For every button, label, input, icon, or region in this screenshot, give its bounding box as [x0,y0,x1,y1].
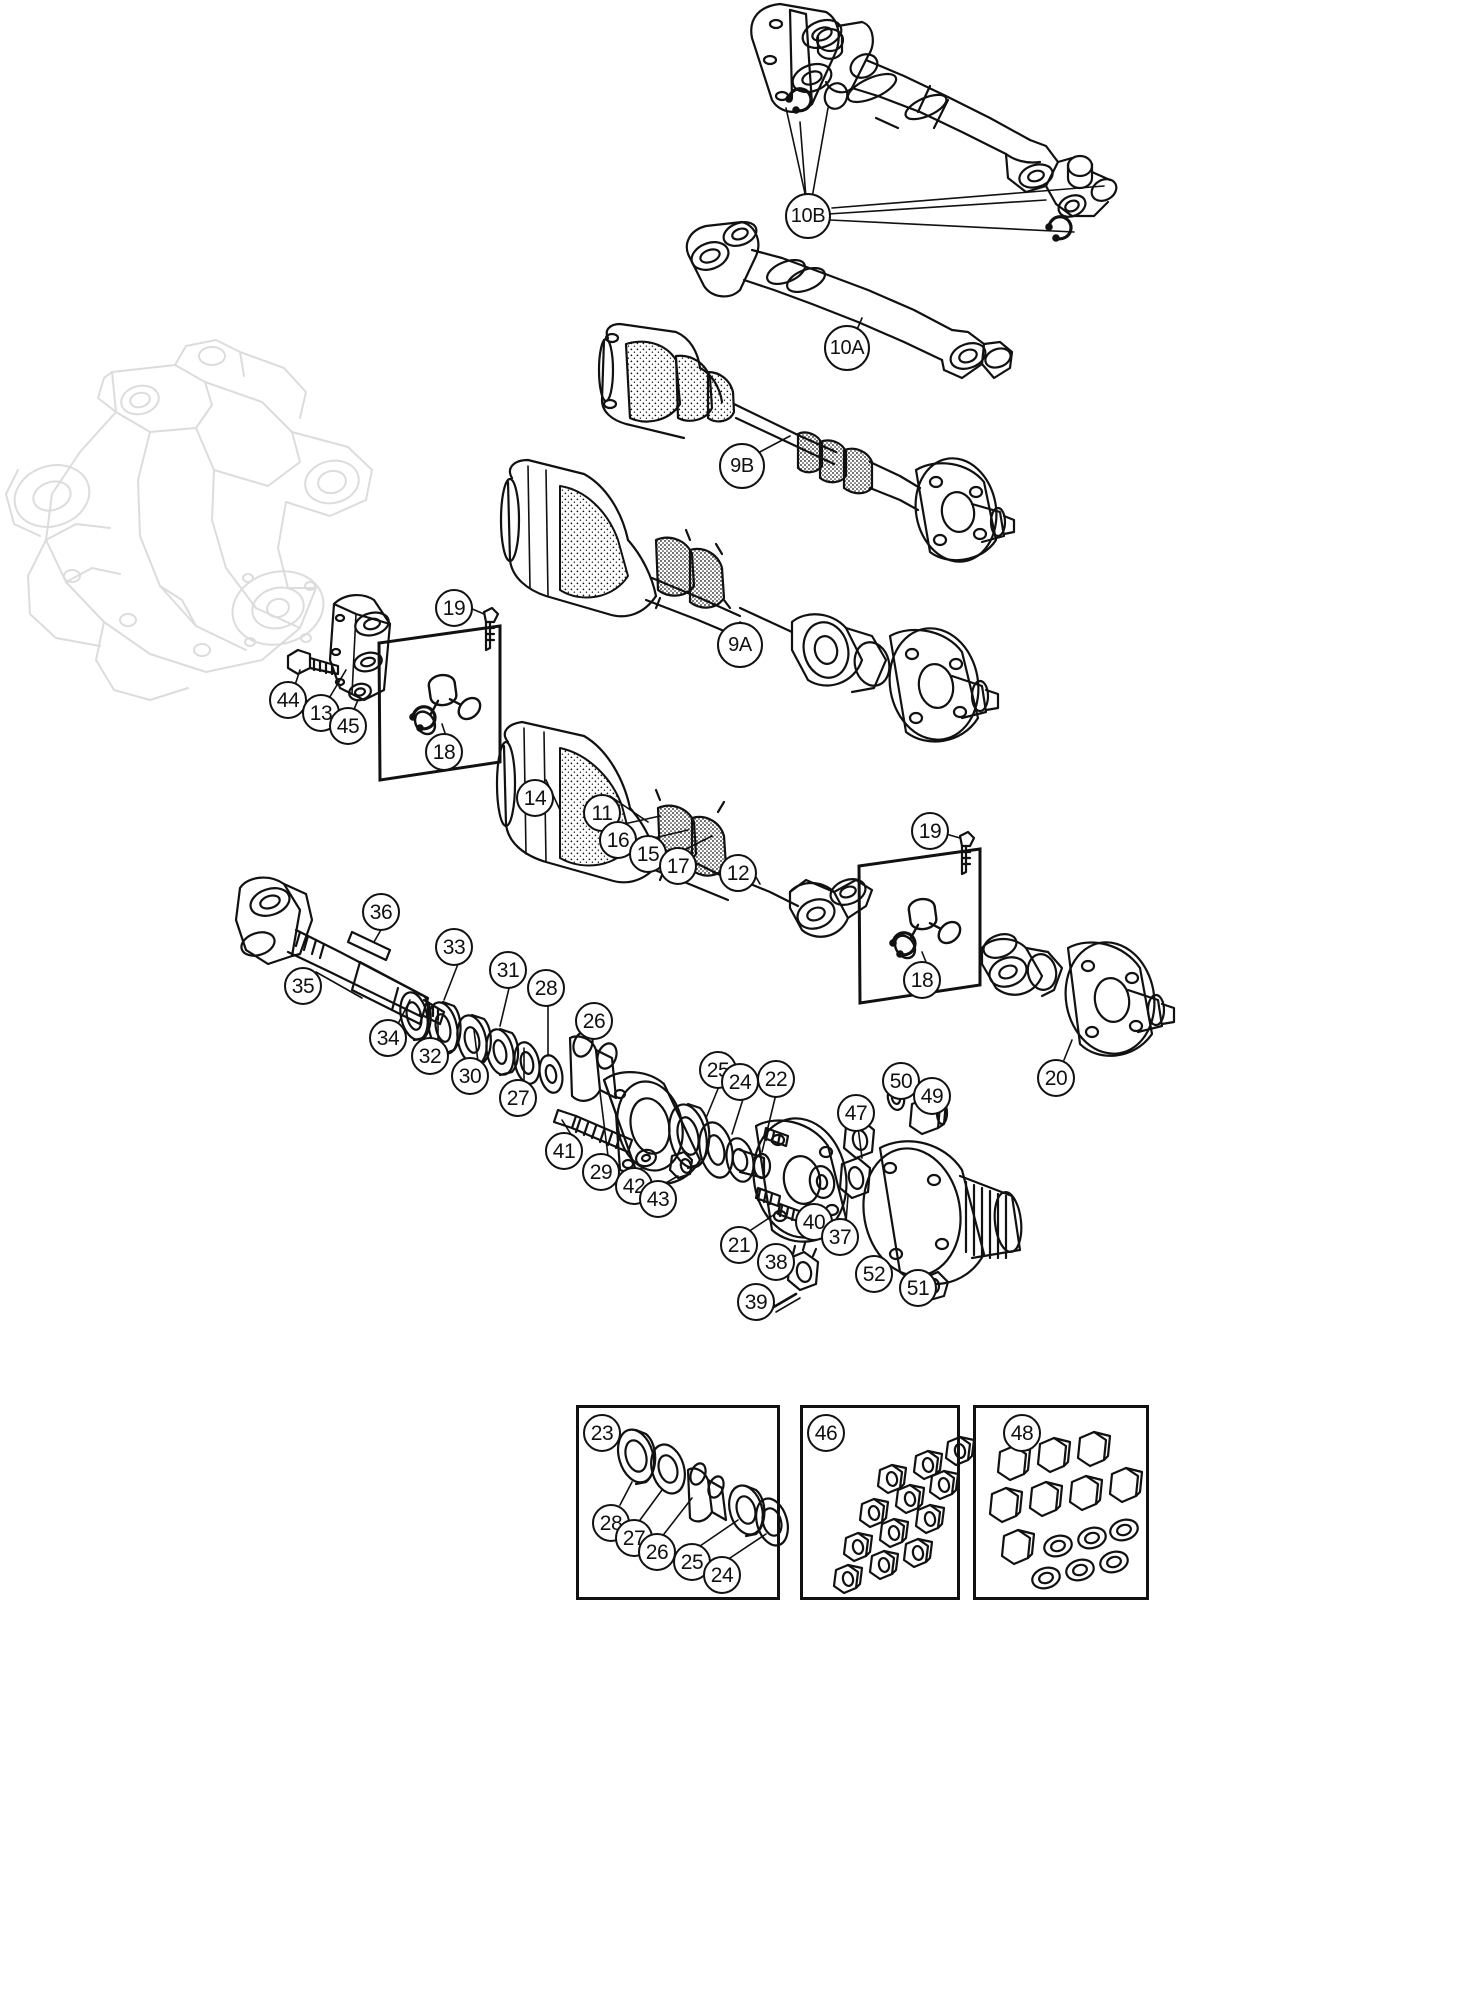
callout-46[interactable]: 46 [807,1414,845,1452]
callout-10B[interactable]: 10B [785,193,831,239]
bearing-kit-content [616,1428,789,1559]
callout-34[interactable]: 34 [369,1019,407,1057]
hub-yoke-right [884,830,1176,1061]
callout-22[interactable]: 22 [757,1060,795,1098]
callout-32[interactable]: 32 [411,1037,449,1075]
callout-39[interactable]: 39 [737,1283,775,1321]
callout-23[interactable]: 23 [583,1414,621,1452]
callout-21[interactable]: 21 [720,1226,758,1264]
callout-19[interactable]: 19 [911,812,949,850]
wheel-nuts-content [832,1435,976,1595]
studs-washers-content [988,1430,1144,1590]
wheel-nuts-inset-frame [800,1405,960,1600]
callout-27[interactable]: 27 [499,1079,537,1117]
torque-tube-link [685,220,1014,380]
callout-20[interactable]: 20 [1037,1059,1075,1097]
callout-28[interactable]: 28 [527,969,565,1007]
hub-carrier-exploded [234,876,1023,1313]
callout-45[interactable]: 45 [329,707,367,745]
callout-43[interactable]: 43 [639,1180,677,1218]
callout-38[interactable]: 38 [757,1243,795,1281]
uj-inset-upper-content [404,606,500,741]
callout-47[interactable]: 47 [837,1094,875,1132]
uj-inset-frame-upper [377,624,502,782]
uj-inset-frame-lower [857,847,982,1005]
callout-11[interactable]: 11 [583,794,621,832]
half-shaft-lower [495,720,874,938]
callout-31[interactable]: 31 [489,951,527,989]
callout-49[interactable]: 49 [913,1077,951,1115]
callout-24[interactable]: 24 [703,1556,741,1594]
ghost-differential-casing [5,339,373,701]
callout-24[interactable]: 24 [721,1063,759,1101]
drive-flange-assembly [286,594,392,715]
callout-52[interactable]: 52 [855,1255,893,1293]
callout-26[interactable]: 26 [638,1533,676,1571]
callout-9A[interactable]: 9A [717,622,763,668]
callout-18[interactable]: 18 [425,733,463,771]
callout-14[interactable]: 14 [516,779,554,817]
callout-18[interactable]: 18 [903,961,941,999]
callout-29[interactable]: 29 [582,1153,620,1191]
callout-37[interactable]: 37 [821,1218,859,1256]
callout-35[interactable]: 35 [284,967,322,1005]
callout-17[interactable]: 17 [659,847,697,885]
propshaft-assembly [750,2,1118,243]
callout-9B[interactable]: 9B [719,443,765,489]
callout-19[interactable]: 19 [435,589,473,627]
callout-51[interactable]: 51 [899,1269,937,1307]
callout-36[interactable]: 36 [362,893,400,931]
callout-41[interactable]: 41 [545,1132,583,1170]
half-shaft-9b [597,322,1016,563]
callout-48[interactable]: 48 [1003,1414,1041,1452]
studs-washers-inset-frame [973,1405,1149,1600]
callout-10A[interactable]: 10A [824,325,870,371]
callout-30[interactable]: 30 [451,1057,489,1095]
bearing-kit-inset-frame [576,1405,780,1600]
callout-26[interactable]: 26 [575,1002,613,1040]
half-shaft-9a [499,458,1000,743]
callout-12[interactable]: 12 [719,854,757,892]
callout-33[interactable]: 33 [435,928,473,966]
